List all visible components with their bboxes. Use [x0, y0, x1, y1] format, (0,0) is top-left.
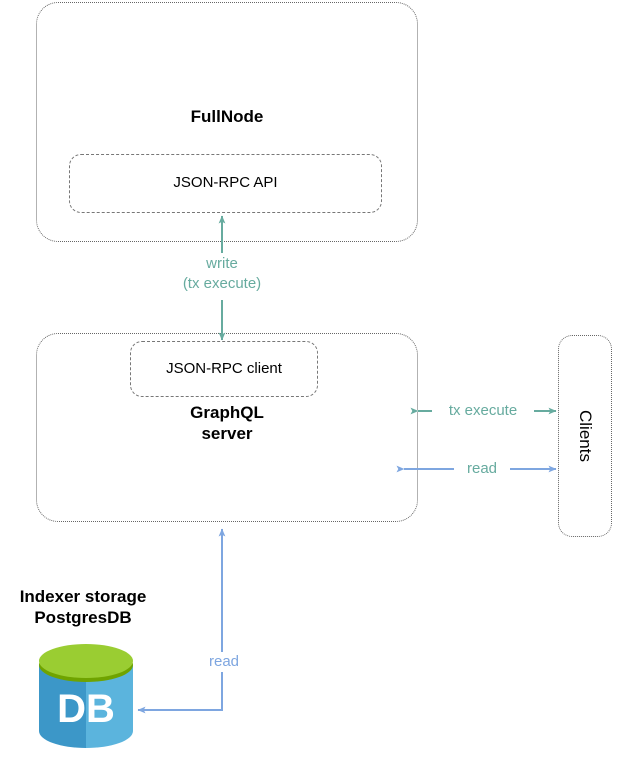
- graphql-server-label: GraphQL server: [190, 403, 264, 444]
- edge-clients-tx-execute-label: tx execute: [432, 401, 534, 421]
- db-icon-text: DB: [57, 687, 115, 731]
- clients-label: Clients: [576, 410, 595, 462]
- json-rpc-client-label: JSON-RPC client: [166, 359, 282, 377]
- edge-write-tx-execute-label: write (tx execute): [146, 254, 298, 293]
- edge-db-read-label: read: [196, 652, 252, 672]
- edge-clients-read-label: read: [454, 459, 510, 479]
- database-cylinder-icon: DB: [30, 641, 142, 753]
- fullnode-label: FullNode: [190, 107, 264, 126]
- database-cylinder-svg: DB: [34, 641, 138, 753]
- json-rpc-client-box[interactable]: [130, 341, 318, 397]
- clients-box[interactable]: [558, 335, 612, 537]
- indexer-storage-label: Indexer storage PostgresDB: [19, 587, 147, 628]
- json-rpc-api-label: JSON-RPC API: [173, 174, 278, 192]
- json-rpc-api-box[interactable]: [69, 154, 382, 213]
